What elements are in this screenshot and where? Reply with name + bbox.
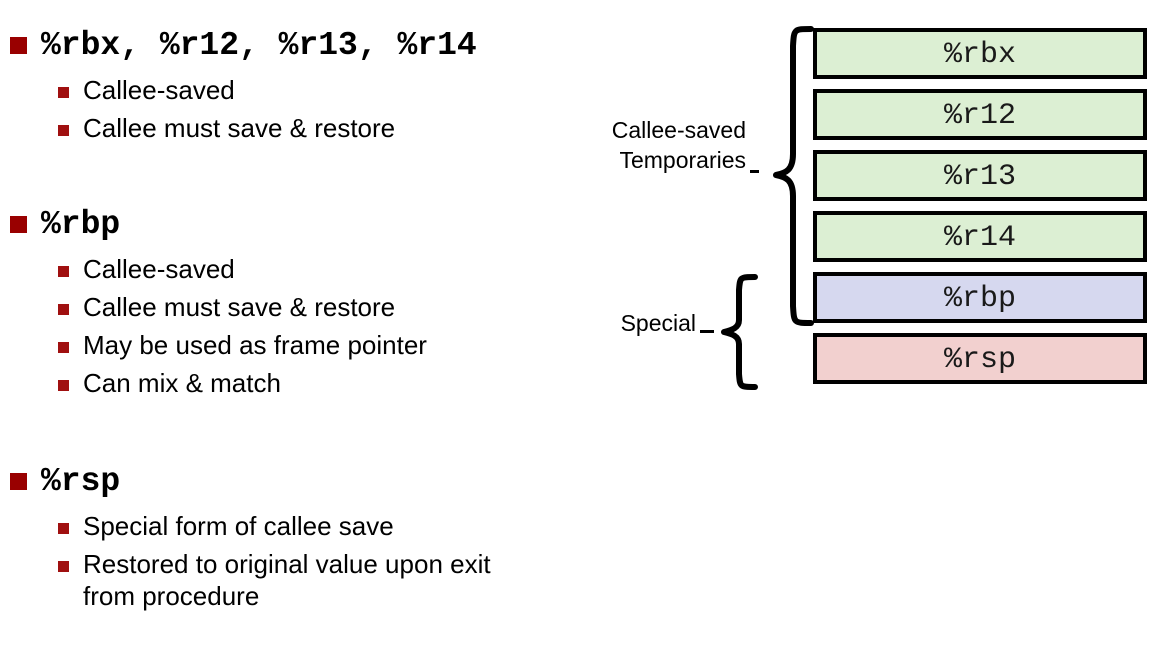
bullet-group-rsp: %rsp Special form of callee save Restore… bbox=[0, 460, 580, 612]
bullet-level2: Callee must save & restore bbox=[0, 112, 580, 144]
sub-bullet-marker-square-icon bbox=[58, 523, 69, 534]
register-box-r13: %r13 bbox=[813, 150, 1147, 201]
group-label-special: Special bbox=[620, 310, 696, 336]
register-box-r14: %r14 bbox=[813, 211, 1147, 262]
bullet-level2-label: Callee-saved bbox=[83, 254, 235, 284]
register-label: %rbp bbox=[943, 282, 1016, 316]
sub-bullet-marker-square-icon bbox=[58, 125, 69, 136]
register-label: %r13 bbox=[943, 160, 1016, 194]
bullet-level2: Restored to original value upon exit fro… bbox=[0, 548, 580, 612]
bullet-marker-square-icon bbox=[10, 216, 27, 233]
bullet-level2-label: Restored to original value upon exit fro… bbox=[83, 549, 491, 611]
register-box-rbx: %rbx bbox=[813, 28, 1147, 79]
sub-bullet-marker-square-icon bbox=[58, 266, 69, 277]
bullet-level2-label: Callee-saved bbox=[83, 75, 235, 105]
register-label: %rbx bbox=[943, 38, 1016, 72]
register-box-r12: %r12 bbox=[813, 89, 1147, 140]
bullet-level2: May be used as frame pointer bbox=[0, 329, 580, 361]
bullet-level2: Callee must save & restore bbox=[0, 291, 580, 323]
register-box-rsp: %rsp bbox=[813, 333, 1147, 384]
bullet-level2: Callee-saved bbox=[0, 74, 580, 106]
bullet-marker-square-icon bbox=[10, 37, 27, 54]
sub-bullet-marker-square-icon bbox=[58, 342, 69, 353]
bullet-level2-label: Callee must save & restore bbox=[83, 292, 396, 322]
group-label-line-1: Callee-saved bbox=[611, 117, 746, 143]
sub-bullet-marker-square-icon bbox=[58, 304, 69, 315]
callee-saved-brace-tick-icon bbox=[750, 170, 759, 173]
group-label-line-2: Temporaries bbox=[619, 147, 746, 173]
register-label: %rsp bbox=[943, 343, 1016, 377]
special-brace-icon bbox=[710, 272, 760, 394]
bullet-level2-label: Can mix & match bbox=[83, 368, 281, 398]
bullet-level2: Special form of callee save bbox=[0, 510, 580, 542]
callee-saved-brace-icon bbox=[756, 24, 816, 334]
bullet-level1: %rbx, %r12, %r13, %r14 bbox=[0, 24, 580, 68]
bullet-level1-label: %rbp bbox=[41, 206, 121, 243]
bullet-level1-label: %rbx, %r12, %r13, %r14 bbox=[41, 27, 477, 64]
register-label: %r14 bbox=[943, 221, 1016, 255]
register-diagram: Callee-saved Temporaries Special %rbx %r… bbox=[570, 0, 1165, 660]
bullet-level2-label: May be used as frame pointer bbox=[83, 330, 427, 360]
group-label-callee-saved-temporaries: Callee-saved Temporaries bbox=[570, 115, 746, 175]
sub-bullet-marker-square-icon bbox=[58, 380, 69, 391]
bullet-group-callee-saved-regs: %rbx, %r12, %r13, %r14 Callee-saved Call… bbox=[0, 24, 580, 144]
bullet-level1: %rbp bbox=[0, 203, 580, 247]
bullet-level2-label: Special form of callee save bbox=[83, 511, 394, 541]
bullet-level2: Can mix & match bbox=[0, 367, 580, 399]
bullet-level2-label: Callee must save & restore bbox=[83, 113, 396, 143]
sub-bullet-marker-square-icon bbox=[58, 87, 69, 98]
bullet-level1-label: %rsp bbox=[41, 463, 121, 500]
register-box-rbp: %rbp bbox=[813, 272, 1147, 323]
bullet-level2: Callee-saved bbox=[0, 253, 580, 285]
special-brace-tick-icon bbox=[700, 330, 714, 333]
register-label: %r12 bbox=[943, 99, 1016, 133]
bullet-marker-square-icon bbox=[10, 473, 27, 490]
bullet-level1: %rsp bbox=[0, 460, 580, 504]
sub-bullet-marker-square-icon bbox=[58, 561, 69, 572]
bullet-group-rbp: %rbp Callee-saved Callee must save & res… bbox=[0, 203, 580, 399]
bullet-list: %rbx, %r12, %r13, %r14 Callee-saved Call… bbox=[0, 0, 580, 660]
